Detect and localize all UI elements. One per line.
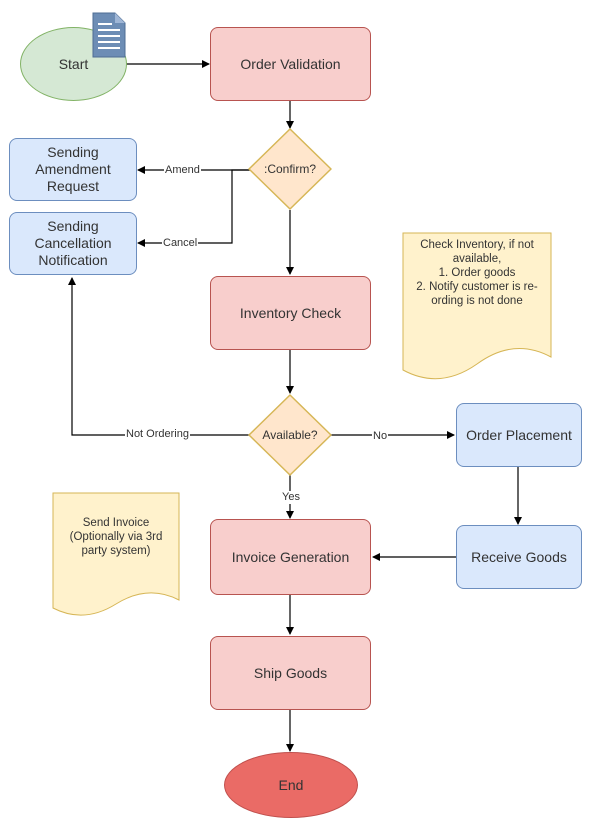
inventory-note: Check Inventory, if not available, 1. Or… (402, 232, 552, 382)
inventory-note-line-3: 1. Order goods (438, 267, 516, 279)
inventory-note-line-1: Check Inventory, if not (420, 239, 534, 251)
order-placement-node: Order Placement (456, 403, 582, 467)
receive-goods-node: Receive Goods (456, 525, 582, 589)
amendment-line-3: Request (46, 178, 100, 194)
order-placement-label: Order Placement (466, 426, 572, 443)
inventory-note-line-2: available, (452, 253, 502, 265)
edge-label-amend: Amend (164, 164, 201, 177)
end-node: End (224, 752, 358, 818)
inventory-check-label: Inventory Check (239, 305, 342, 321)
inventory-note-line-5: ording is not done (431, 295, 523, 307)
ship-goods-node: Ship Goods (210, 636, 371, 710)
order-validation-node: Order Validation (210, 27, 371, 101)
edge-confirm-cancel (137, 169, 250, 247)
start-label: Start (58, 56, 89, 72)
confirm-label: :Confirm? (263, 162, 316, 176)
edge-label-yes: Yes (281, 491, 301, 504)
invoice-note-line-1: Send Invoice (82, 517, 150, 529)
edge-label-not-ordering: Not Ordering (125, 428, 190, 441)
edge-available-not-ordering (68, 277, 251, 436)
inventory-note-line-4: 2. Notify customer is re- (416, 281, 538, 293)
cancellation-line-2: Cancellation (34, 235, 112, 251)
edge-label-cancel: Cancel (162, 237, 199, 250)
cancellation-line-1: Sending (47, 218, 99, 234)
end-label: End (278, 777, 304, 793)
note-shape (402, 232, 552, 380)
invoice-generation-node: Invoice Generation (210, 519, 371, 595)
document-icon (92, 12, 126, 58)
invoice-note-line-3: party system) (81, 545, 151, 557)
invoice-note-line-2: (Optionally via 3rd (69, 531, 163, 543)
inventory-check-node: Inventory Check (210, 276, 371, 350)
amendment-line-2: Amendment (35, 161, 111, 177)
sending-cancellation-node: Sending Cancellation Notification (9, 212, 137, 275)
edge-label-no: No (372, 430, 389, 443)
confirm-diamond (248, 128, 332, 210)
cancellation-line-3: Notification (38, 252, 108, 268)
amendment-line-1: Sending (47, 144, 99, 160)
invoice-note: Send Invoice (Optionally via 3rd party s… (52, 492, 180, 620)
note-shape (52, 492, 180, 616)
available-label: Available? (262, 428, 318, 442)
receive-goods-label: Receive Goods (471, 548, 567, 565)
ship-goods-label: Ship Goods (253, 665, 328, 681)
sending-amendment-node: Sending Amendment Request (9, 138, 137, 201)
invoice-generation-label: Invoice Generation (231, 549, 350, 565)
order-validation-label: Order Validation (240, 56, 341, 72)
available-diamond (248, 394, 332, 476)
